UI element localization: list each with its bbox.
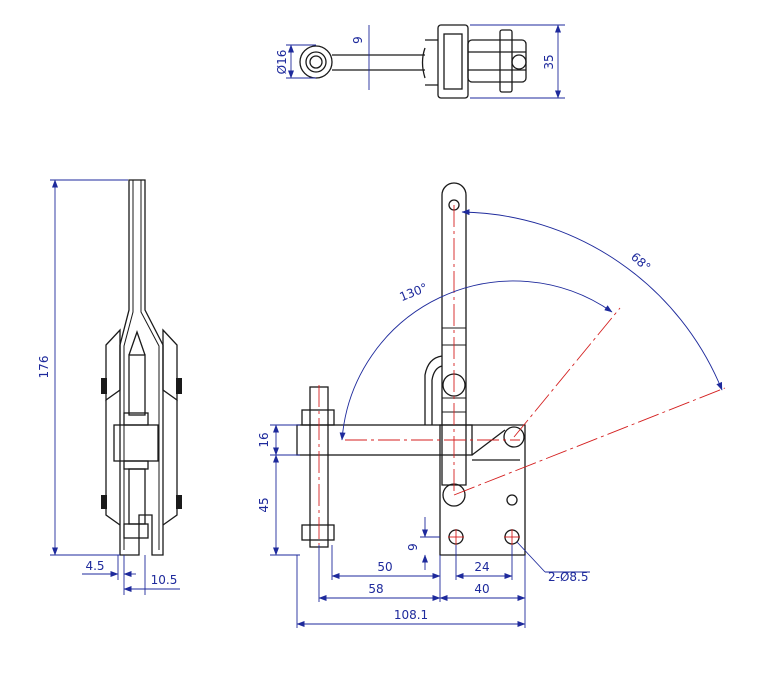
handle-pin [499, 29, 513, 93]
spindle-nut-lower [301, 524, 335, 541]
centerline-68 [453, 387, 726, 496]
frame-lower [105, 400, 178, 526]
pin-left-upper [101, 378, 107, 394]
centerline-130 [513, 307, 621, 438]
dim-width-10-5: 10.5 [151, 573, 178, 587]
bracket-web [471, 429, 520, 461]
left-view: 176 4.5 10.5 [37, 179, 182, 595]
dim-overall-108-1: 108.1 [394, 608, 428, 622]
angle-68: 68° [628, 250, 653, 275]
bracket-body [437, 24, 469, 99]
bracket-hole-small [506, 494, 518, 506]
arc-68 [461, 209, 723, 391]
dim-diameter-16: Ø16 [275, 50, 289, 75]
spindle-head-inner [309, 55, 323, 69]
handle-link [467, 39, 527, 83]
leader-holes [516, 541, 546, 573]
spindle-head-outer [299, 45, 333, 79]
spindle-lower [128, 468, 146, 525]
nut-lower [123, 460, 149, 470]
dim-arm-16: 16 [257, 432, 271, 447]
dim-height-35: 35 [542, 54, 556, 69]
frame-left [105, 328, 121, 402]
dim-base-24: 24 [474, 560, 489, 574]
dim-base-40: 40 [474, 582, 489, 596]
handle-inner [123, 180, 160, 550]
top-view: Ø16 9 35 [275, 24, 565, 99]
dim-reach-58: 58 [368, 582, 383, 596]
front-view: 130° 68° 16 45 9 50 24 58 40 [257, 182, 726, 628]
dim-holes-9: 9 [406, 543, 420, 551]
bracket-connection [425, 39, 438, 86]
dim-width-9: 9 [351, 36, 365, 44]
handle-pivot [511, 54, 527, 70]
dim-reach-50: 50 [377, 560, 392, 574]
dim-width-4-5: 4.5 [85, 559, 104, 573]
pin-right-upper [176, 378, 182, 394]
arm-joint [421, 47, 426, 79]
arc-130 [339, 280, 613, 441]
spindle-foot-nut [123, 523, 149, 539]
vertical-handle [441, 182, 467, 486]
dim-height-176: 176 [37, 356, 51, 379]
spindle-nut-upper [301, 409, 335, 426]
dim-holes-2x8-5: 2-Ø8.5 [548, 570, 589, 584]
spindle-head-mid [305, 51, 327, 73]
spindle-upper [128, 354, 146, 416]
nut-upper [123, 412, 149, 426]
pin-left-lower [101, 495, 107, 509]
frame-right [162, 328, 178, 402]
bracket-inner [443, 33, 463, 90]
link-arm-inner [431, 365, 443, 425]
pin-right-lower [176, 495, 182, 509]
angle-130: 130° [397, 280, 429, 304]
dim-spindle-45: 45 [257, 497, 271, 512]
spindle-tip [128, 330, 146, 356]
